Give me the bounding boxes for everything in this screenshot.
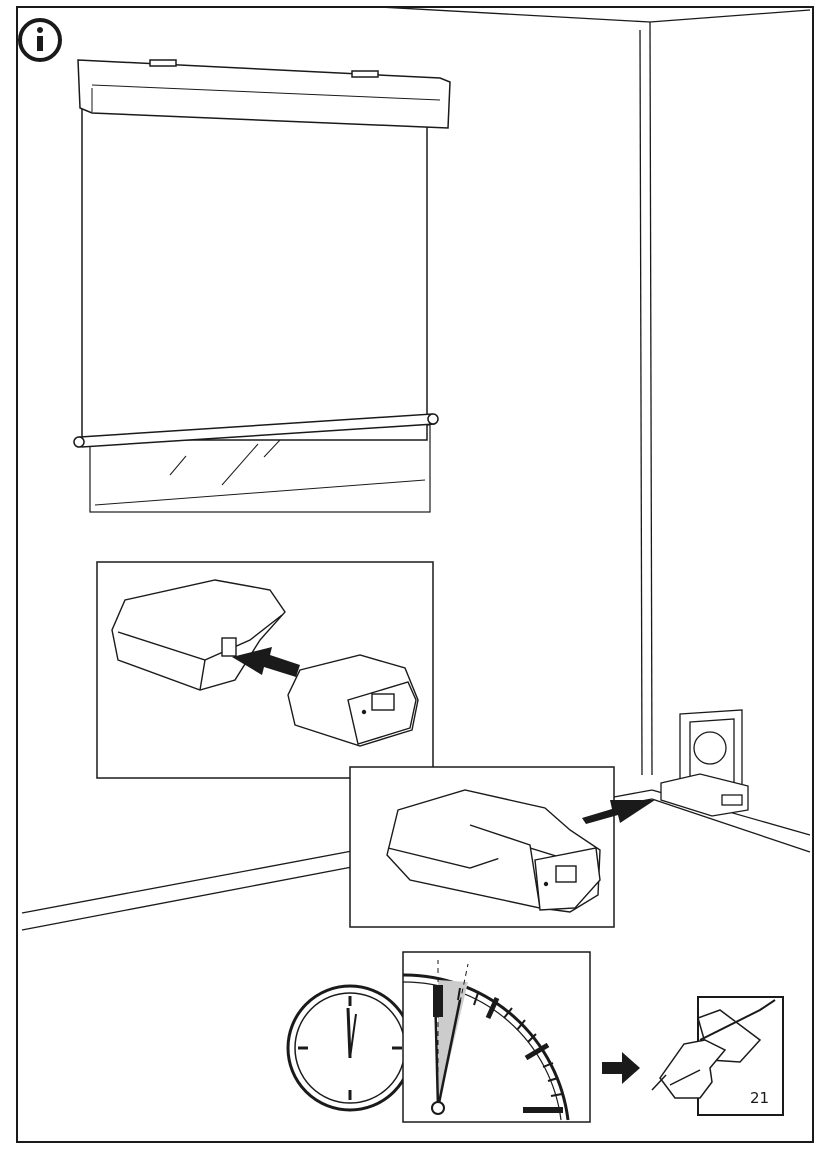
page-reference: 21 — [750, 1089, 769, 1107]
page-turn-icon — [651, 996, 784, 1116]
insert-arrow — [232, 647, 300, 677]
assembled-hub — [386, 789, 601, 913]
roller-blind — [73, 59, 451, 513]
point-arrow — [582, 800, 655, 824]
clock-icon — [286, 984, 414, 1112]
timer-detail — [402, 951, 591, 1123]
arrow-right-icon — [602, 1052, 640, 1084]
blind-fabric — [81, 104, 428, 441]
wall-socket-with-hub — [660, 709, 749, 817]
usb-hub-device — [287, 654, 419, 747]
info-icon — [18, 18, 62, 62]
page-frame — [16, 6, 814, 1143]
room-walls — [21, 6, 811, 931]
